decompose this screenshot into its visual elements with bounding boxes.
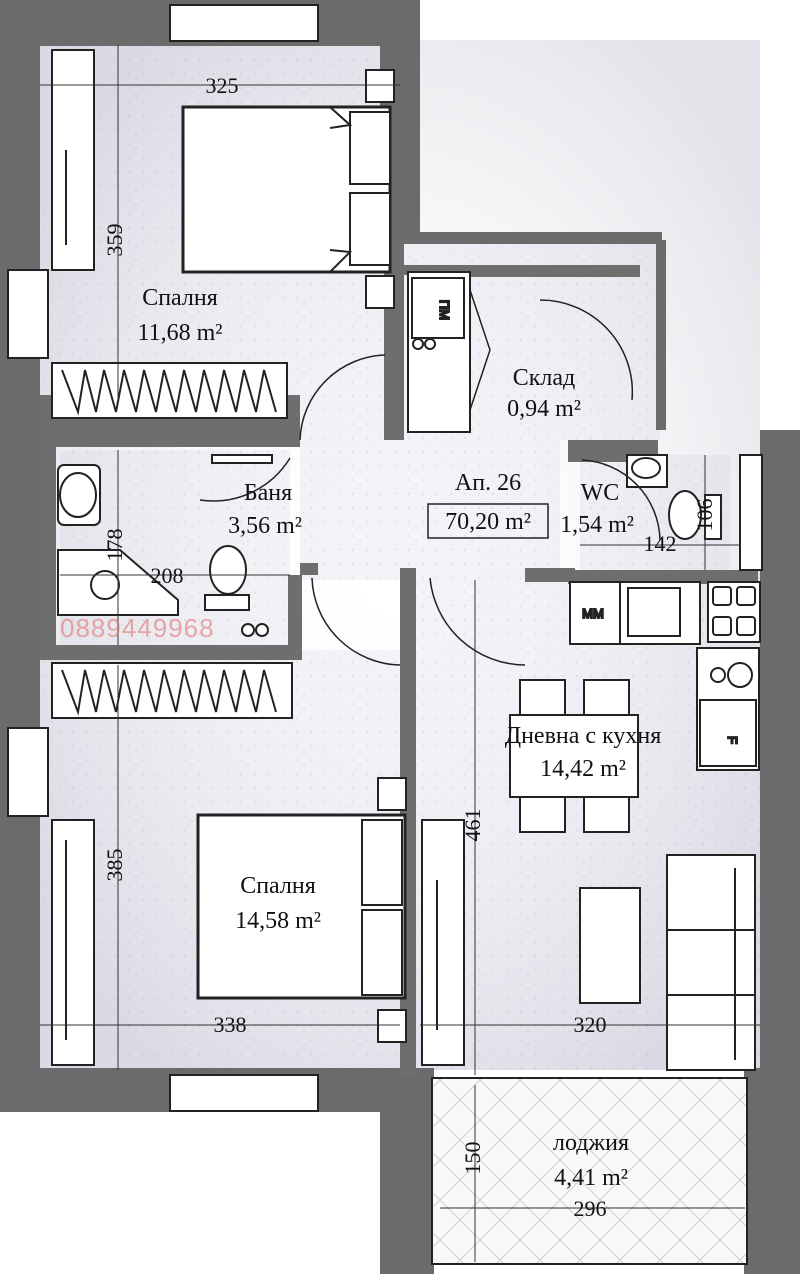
dimension-lines [40,45,760,1262]
dim-320: 320 [574,1012,607,1037]
room-area-storage: 0,94 m² [507,396,581,422]
room-name-living: Дневна с кухня [505,723,662,749]
dimension-labels: 325 359 178 208 106 142 385 338 461 320 … [102,73,717,1221]
dim-338: 338 [214,1012,247,1037]
room-area-wc: 1,54 m² [560,512,634,538]
windows [7,4,763,1112]
door-swings [199,289,661,666]
room-area-bedroom-top: 11,68 m² [138,320,223,346]
room-name-loggia: лоджия [553,1130,629,1156]
apartment-area: 70,20 m² [445,509,531,535]
room-name-storage: Склад [513,365,576,391]
dishwasher-label: ММ [582,606,604,621]
room-area-loggia: 4,41 m² [554,1165,628,1191]
washer-label: ПМ [437,300,452,320]
room-area-bedroom-bottom: 14,58 m² [235,908,321,934]
dim-208: 208 [151,563,184,588]
dim-461: 461 [460,809,485,842]
dim-385: 385 [102,849,127,882]
dim-359: 359 [102,224,127,257]
beds [181,69,407,1043]
dim-325: 325 [206,73,239,98]
loggia [431,1077,748,1265]
watermark-phone: 0889449968 [60,613,215,643]
kitchen-unit: ММ F [569,581,761,771]
room-name-bathroom: Баня [244,480,292,506]
fridge-label: F [725,736,740,744]
apartment-label: Ап. 26 [455,470,521,496]
wc-fixtures [626,454,722,540]
living-furniture [509,679,756,1071]
dim-106: 106 [692,499,717,532]
room-labels: Спалня 11,68 m² Склад 0,94 m² Баня 3,56 … [138,285,662,1191]
washer-unit: ПМ [407,271,471,433]
room-name-bedroom-bottom: Спалня [240,873,316,899]
dim-142: 142 [644,531,677,556]
dim-178: 178 [102,529,127,562]
room-area-living: 14,42 m² [540,756,626,782]
dim-150: 150 [460,1142,485,1175]
dim-296: 296 [574,1196,607,1221]
apartment-area-box [427,503,549,539]
wardrobes [51,49,465,1066]
room-name-wc: WC [581,480,620,506]
room-name-bedroom-top: Спалня [142,285,218,311]
room-area-bathroom: 3,56 m² [228,513,302,539]
